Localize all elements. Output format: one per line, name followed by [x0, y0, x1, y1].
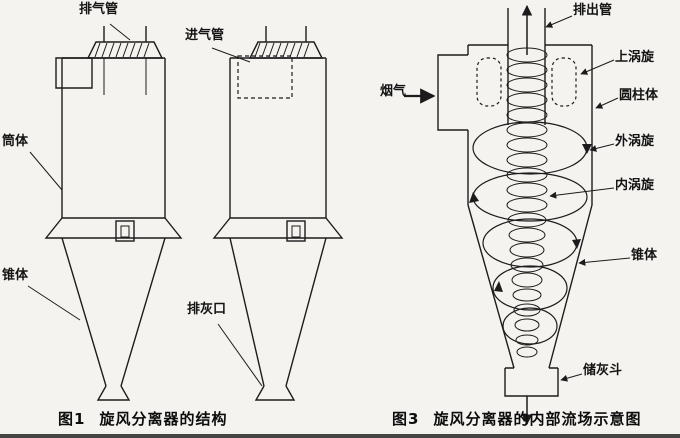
flow-arrows	[404, 4, 533, 426]
label-ash-outlet: 排灰口	[187, 302, 227, 317]
figure3-leader-lines	[545, 15, 631, 382]
figure1-leader-lines	[27, 23, 263, 387]
label-cylinder: 圆柱体	[619, 88, 659, 103]
label-outer-vortex: 外涡旋	[615, 134, 655, 149]
label-exhaust-pipe: 排气管	[79, 2, 119, 17]
figure1-caption: 图1 旋风分离器的结构	[58, 408, 227, 429]
scan-bottom-edge	[0, 434, 680, 438]
label-cone-body: 锥体	[2, 268, 29, 283]
outer-vortex-loops	[472, 121, 588, 345]
figure1-title: 旋风分离器的结构	[99, 410, 228, 428]
figure3-number: 图3	[392, 410, 420, 428]
label-flue-gas: 烟气	[380, 84, 407, 99]
label-intake-pipe: 进气管	[185, 28, 225, 43]
cyclone-front-view	[44, 26, 183, 401]
label-ash-hopper: 储灰斗	[583, 363, 623, 378]
cyclone-side-view	[212, 26, 344, 401]
label-cone: 锥体	[631, 248, 658, 263]
cyclone-flow-diagram	[437, 8, 593, 397]
figure3-title: 旋风分离器的内部流场示意图	[433, 410, 642, 428]
label-upper-vortex: 上涡旋	[615, 50, 655, 65]
label-cylinder-body: 筒体	[2, 134, 29, 149]
vortex-flow-arrowheads	[469, 144, 592, 292]
label-inner-vortex: 内涡旋	[615, 178, 655, 193]
inner-vortex-coil	[506, 47, 548, 358]
label-discharge-pipe: 排出管	[573, 3, 613, 18]
figure1-number: 图1	[58, 410, 86, 428]
figure3-caption: 图3 旋风分离器的内部流场示意图	[392, 408, 641, 429]
